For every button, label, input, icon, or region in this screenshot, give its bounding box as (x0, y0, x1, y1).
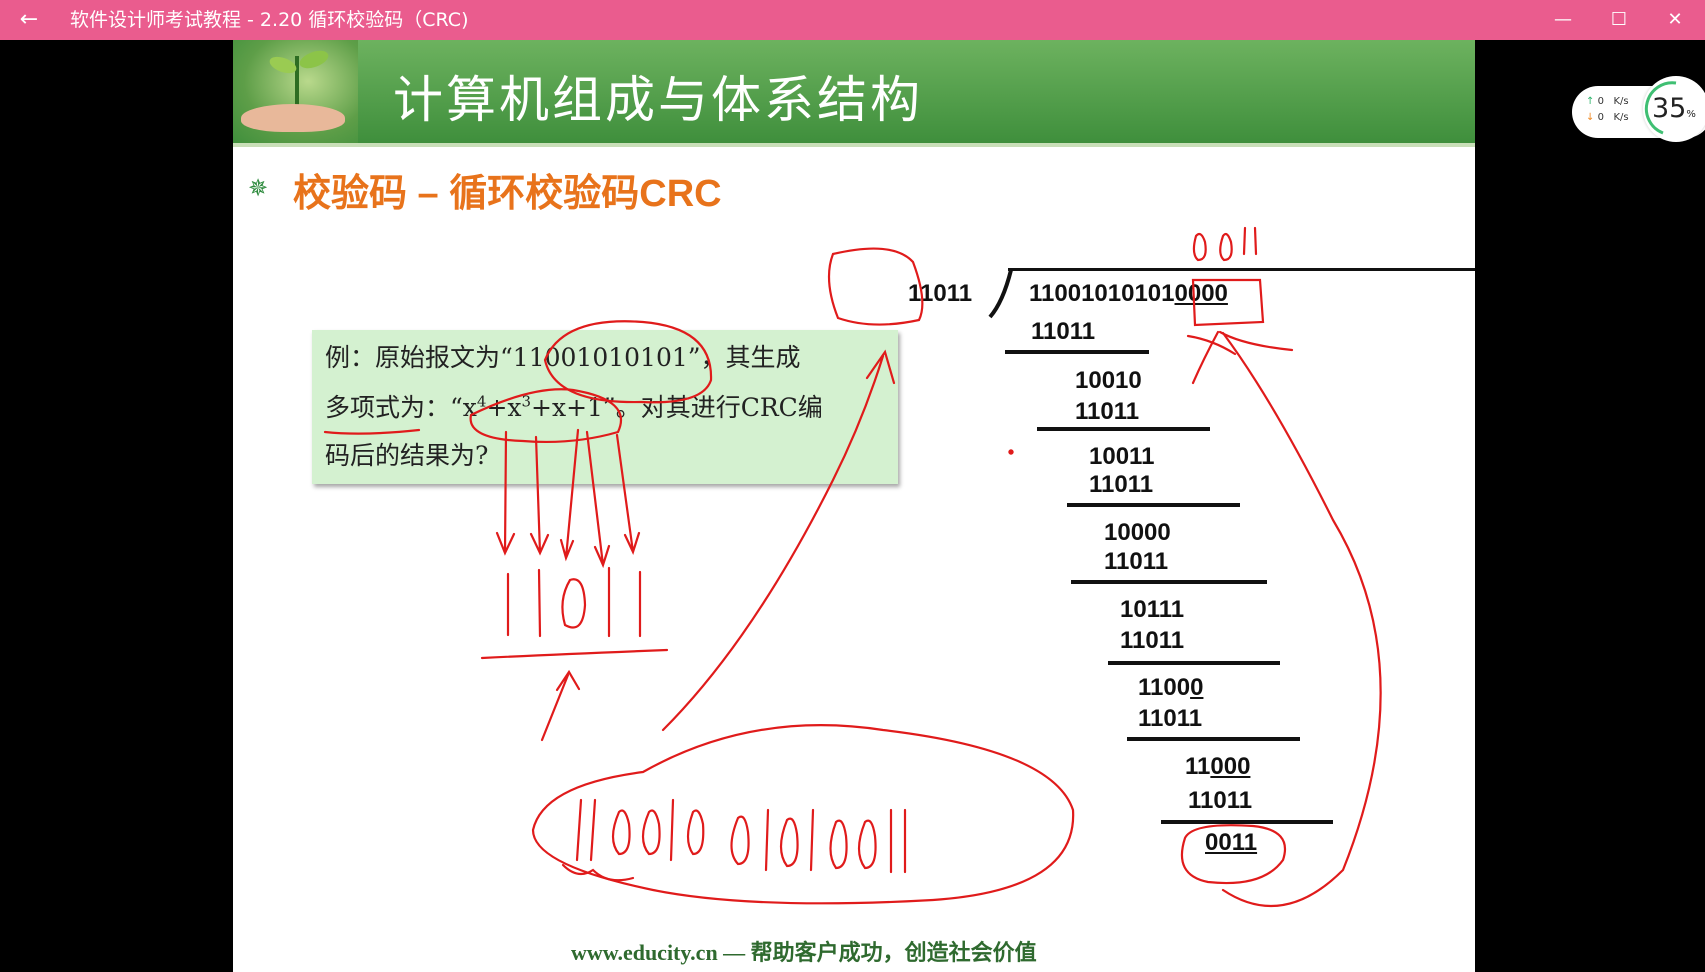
arrow-down (559, 428, 580, 562)
division-step-line (1108, 661, 1280, 665)
message-bits: 11001010101 (512, 343, 688, 372)
division-step-line (1127, 737, 1300, 741)
back-arrow-icon[interactable]: ← (19, 7, 39, 32)
maximize-icon: ☐ (1610, 9, 1628, 30)
quotient-digit (1219, 232, 1233, 262)
window-titlebar: ← 软件设计师考试教程 - 2.20 循环校验码（CRC) — ☐ ✕ (0, 0, 1705, 40)
slide: 计算机组成与体系结构 ✵ 校验码 – 循环校验码CRC 例：原始报文为“1100… (233, 40, 1475, 972)
result-digit (809, 808, 815, 872)
division-step-row: 10010 (1075, 367, 1142, 394)
example-line-3: 码后的结果为? (325, 441, 489, 470)
division-step-row: 11011 (1104, 548, 1169, 575)
result-digit (730, 815, 750, 866)
result-digit (611, 809, 631, 856)
division-step-row: 11011 (1188, 787, 1253, 814)
division-step-row: 10011 (1089, 443, 1155, 470)
polynomial-circle (469, 388, 623, 444)
slide-banner: 计算机组成与体系结构 (233, 40, 1475, 143)
result-digit (889, 808, 907, 874)
arrow-up (540, 669, 581, 742)
division-step-row: 11011 (1138, 705, 1203, 732)
division-step-line (1037, 427, 1210, 431)
handwritten-one (506, 568, 542, 638)
division-step-row: 11000 (1185, 753, 1251, 780)
download-arrow-icon: ↓ (1586, 112, 1595, 123)
banner-divider (233, 143, 1475, 147)
result-digit (575, 798, 597, 862)
remainder-circle (1180, 824, 1286, 885)
division-step-row: 11011 (1031, 318, 1096, 345)
division-step-row: 11000 (1138, 674, 1204, 701)
result-digit (686, 809, 705, 856)
example-box: 例：原始报文为“11001010101”，其生成 多项式为：“x4+x3+x+1… (312, 330, 898, 484)
division-step-row: 11011 (1089, 471, 1154, 498)
underline-stroke (480, 648, 669, 660)
upload-arrow-icon: ↑ (1586, 96, 1595, 107)
divisor: 11011 (908, 280, 973, 307)
division-bar (1008, 268, 1475, 271)
division-step-row: 10000 (1104, 519, 1171, 546)
bullet-icon: ✵ (248, 174, 269, 202)
close-button[interactable]: ✕ (1647, 0, 1703, 40)
window-title: 软件设计师考试教程 - 2.20 循环校验码（CRC) (70, 9, 469, 31)
minimize-icon: — (1554, 9, 1572, 30)
arrow-to-divisor (661, 349, 896, 732)
upload-speed: ↑ 0 K/s (1586, 96, 1629, 107)
division-step-line (1067, 503, 1240, 507)
slide-footer: www.educity.cn — 帮助客户成功，创造社会价值 (571, 940, 1037, 965)
result-digit (857, 819, 877, 870)
section-title: 校验码 – 循环校验码CRC (293, 173, 722, 215)
result-digit (764, 808, 770, 872)
underline-stroke (323, 428, 421, 435)
memory-percent: 35% (1652, 93, 1696, 124)
divisor-circle (827, 247, 924, 326)
division-step-line (1005, 350, 1149, 354)
maximize-button[interactable]: ☐ (1591, 0, 1647, 40)
zeros-circle (1191, 278, 1265, 327)
crc-remainder: 0011 (1205, 829, 1258, 856)
minimize-button[interactable]: — (1535, 0, 1591, 40)
result-circle (531, 724, 1075, 905)
appended-zeros: 0000 (1174, 280, 1228, 307)
result-digit (829, 819, 848, 870)
arrow-down (585, 430, 611, 569)
example-line-2: 多项式为：“x4+x3+x+1”。对其进行CRC编 (325, 392, 823, 422)
scribble-stroke (561, 863, 635, 882)
result-digit (669, 798, 675, 862)
division-step-line (1071, 580, 1267, 584)
quotient-digit (1192, 232, 1207, 262)
handwritten-annotations (323, 226, 1382, 908)
download-speed: ↓ 0 K/s (1586, 112, 1629, 123)
division-bracket (988, 269, 1013, 319)
division-step-row: 11011 (1120, 627, 1185, 654)
example-line-1: 例：原始报文为“11001010101”，其生成 (325, 343, 801, 372)
banner-title: 计算机组成与体系结构 (393, 71, 923, 129)
memory-percent-circle[interactable] (1643, 76, 1705, 142)
arrow-down (529, 435, 550, 556)
message-circle (543, 320, 713, 404)
division-step-row: 11011 (1075, 398, 1140, 425)
dividend: 110010101010000 (1029, 280, 1228, 307)
curve-to-remainder (1221, 331, 1382, 908)
division-step-line (1161, 820, 1333, 824)
percent-ring-icon (1644, 81, 1677, 135)
plant-in-hand-image (233, 40, 358, 143)
close-icon: ✕ (1667, 9, 1683, 30)
result-digit (779, 817, 799, 868)
division-step-row: 10111 (1120, 596, 1185, 623)
arrow-down (615, 433, 641, 556)
handwritten-one (607, 566, 642, 638)
stray-dot (1008, 449, 1014, 455)
arrow-down (495, 430, 516, 556)
quotient-digit (1242, 226, 1258, 256)
result-digit (641, 809, 661, 856)
handwritten-zero (561, 578, 587, 629)
